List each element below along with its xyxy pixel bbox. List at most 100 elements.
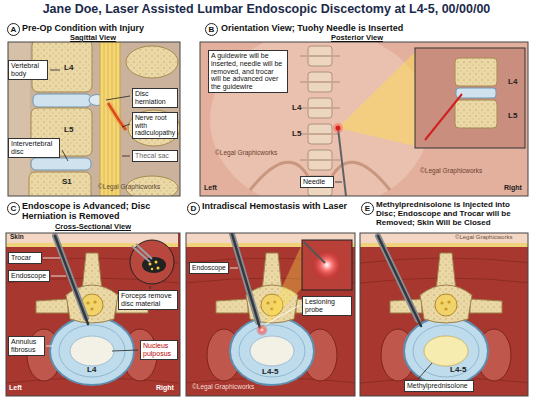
panel-frame bbox=[186, 233, 355, 396]
leader-line bbox=[230, 268, 238, 269]
panel-letter-circle: A bbox=[7, 23, 20, 36]
side-label: Left bbox=[204, 184, 217, 191]
back-shading bbox=[210, 42, 430, 196]
nerve-root bbox=[108, 103, 126, 130]
panel-letter-circle: D bbox=[187, 202, 200, 215]
callout-text: Trocar bbox=[11, 254, 39, 262]
panel-letter-circle: C bbox=[7, 202, 20, 215]
callout-box: A guidewire will be inserted, needle wil… bbox=[208, 50, 288, 93]
callout-text: A guidewire will be inserted, needle wil… bbox=[211, 52, 285, 91]
vertebra-label: L4-5 bbox=[450, 366, 466, 374]
callout-text: Endoscope bbox=[11, 272, 47, 280]
vertebra-label: L4 bbox=[508, 78, 517, 86]
watermark: ©Legal Graphicworks bbox=[455, 234, 512, 240]
panel: Methylprednisolone is Injected into Disc… bbox=[358, 199, 529, 398]
leader-line bbox=[122, 124, 130, 127]
nerve-glow bbox=[108, 103, 126, 130]
leader-line bbox=[50, 70, 60, 71]
callout-text: Forceps remove disc material bbox=[121, 292, 175, 308]
panel-frame bbox=[360, 233, 528, 396]
endoscope bbox=[378, 236, 421, 326]
disc-material bbox=[157, 267, 160, 270]
callout-box: Methylprednisolone bbox=[404, 380, 474, 392]
callout-box: Intervertebral disc bbox=[8, 138, 60, 158]
leader-line bbox=[106, 96, 130, 100]
side-label: Right bbox=[504, 184, 522, 191]
leader-line bbox=[112, 350, 138, 351]
layer-label: Skin bbox=[10, 234, 24, 241]
endoscope bbox=[55, 236, 88, 324]
panel-letter-circle: B bbox=[205, 23, 218, 36]
panel-frame bbox=[8, 42, 180, 196]
entry-point bbox=[336, 126, 341, 131]
leader-line bbox=[46, 346, 53, 347]
view-label: Sagittal View bbox=[4, 34, 182, 43]
panel-b-art bbox=[200, 42, 528, 196]
intervertebral-disc bbox=[31, 158, 91, 170]
callout-box: Nerve root with radiculopathy bbox=[132, 112, 178, 139]
callout-text: Thecal sac bbox=[135, 152, 175, 160]
panel-letter: E bbox=[362, 203, 373, 214]
callout-text: Vertebral body bbox=[11, 62, 45, 78]
callout-box: Forceps remove disc material bbox=[118, 290, 178, 310]
callout-box: Vertebral body bbox=[8, 60, 48, 80]
watermark: ©Legal Graphicworks bbox=[215, 150, 277, 157]
intervertebral-disc bbox=[33, 94, 91, 107]
vertebra-label: L5 bbox=[292, 130, 301, 138]
muscle-ground bbox=[6, 233, 180, 396]
disc-material bbox=[155, 261, 158, 264]
inset-view bbox=[302, 240, 352, 290]
leader-lines-a bbox=[50, 70, 130, 161]
callout-text: Disc herniation bbox=[135, 90, 175, 106]
entry-glow bbox=[333, 123, 343, 133]
panel-d-art bbox=[186, 233, 355, 396]
leader-lines-d bbox=[230, 268, 300, 324]
spine-vertebrae bbox=[308, 46, 332, 196]
callout-box: Thecal sac bbox=[132, 150, 178, 162]
leader-line bbox=[62, 150, 68, 161]
vertebra-label: L4-5 bbox=[262, 368, 278, 376]
panel-letter: C bbox=[8, 203, 19, 214]
callout-text: Endoscope bbox=[192, 264, 226, 272]
leader-line bbox=[266, 305, 300, 324]
view-label: Posterior View bbox=[185, 34, 529, 43]
side-label: Right bbox=[156, 384, 174, 391]
forceps bbox=[132, 244, 152, 262]
callout-box: Annulus fibrosus bbox=[8, 336, 45, 356]
panel-e-art bbox=[360, 233, 528, 396]
watermark: ©Legal Graphicworks bbox=[192, 384, 254, 391]
cross-section-view bbox=[360, 233, 528, 385]
view-label: Cross-Sectional View bbox=[4, 223, 182, 232]
callout-text: Intervertebral disc bbox=[11, 140, 57, 156]
leader-line bbox=[51, 276, 66, 277]
callout-text: Nucleus pulposus bbox=[143, 342, 175, 358]
panel-heading: Methylprednisolone is Injected into Disc… bbox=[376, 200, 528, 228]
watermark: ©Legal Graphicworks bbox=[98, 184, 160, 191]
inset-probe bbox=[304, 242, 325, 263]
title: Jane Doe, Laser Assisted Lumbar Endoscop… bbox=[0, 3, 533, 17]
methylprednisolone-fill bbox=[424, 336, 468, 366]
cross-section-view bbox=[6, 233, 178, 385]
callout-box: Needle bbox=[300, 176, 334, 188]
panel: Pre-Op Condition with InjurySagittal Vie… bbox=[4, 20, 182, 198]
callout-box: Disc herniation bbox=[132, 88, 178, 108]
vertebra-label: L4 bbox=[292, 104, 301, 112]
transverse-process bbox=[300, 56, 340, 160]
vertebra-label: L4 bbox=[64, 64, 73, 72]
zoom-wedge bbox=[338, 52, 415, 146]
cross-section-view bbox=[186, 233, 355, 385]
cauda-equina bbox=[104, 42, 116, 196]
leader-line bbox=[335, 182, 342, 183]
callout-box: Endoscope bbox=[8, 270, 50, 282]
leader-line bbox=[418, 363, 432, 379]
watermark: ©Legal Graphicworks bbox=[420, 168, 482, 175]
disc-material bbox=[149, 263, 152, 266]
tuohy-needle bbox=[338, 128, 346, 196]
vertebra-label: S1 bbox=[62, 178, 72, 186]
sacrum bbox=[29, 172, 91, 196]
panel-heading: Intradiscal Hemostasis with Laser bbox=[202, 201, 354, 211]
panel-frame bbox=[6, 233, 180, 396]
leader-line bbox=[122, 156, 130, 157]
callout-box: Trocar bbox=[8, 252, 42, 264]
